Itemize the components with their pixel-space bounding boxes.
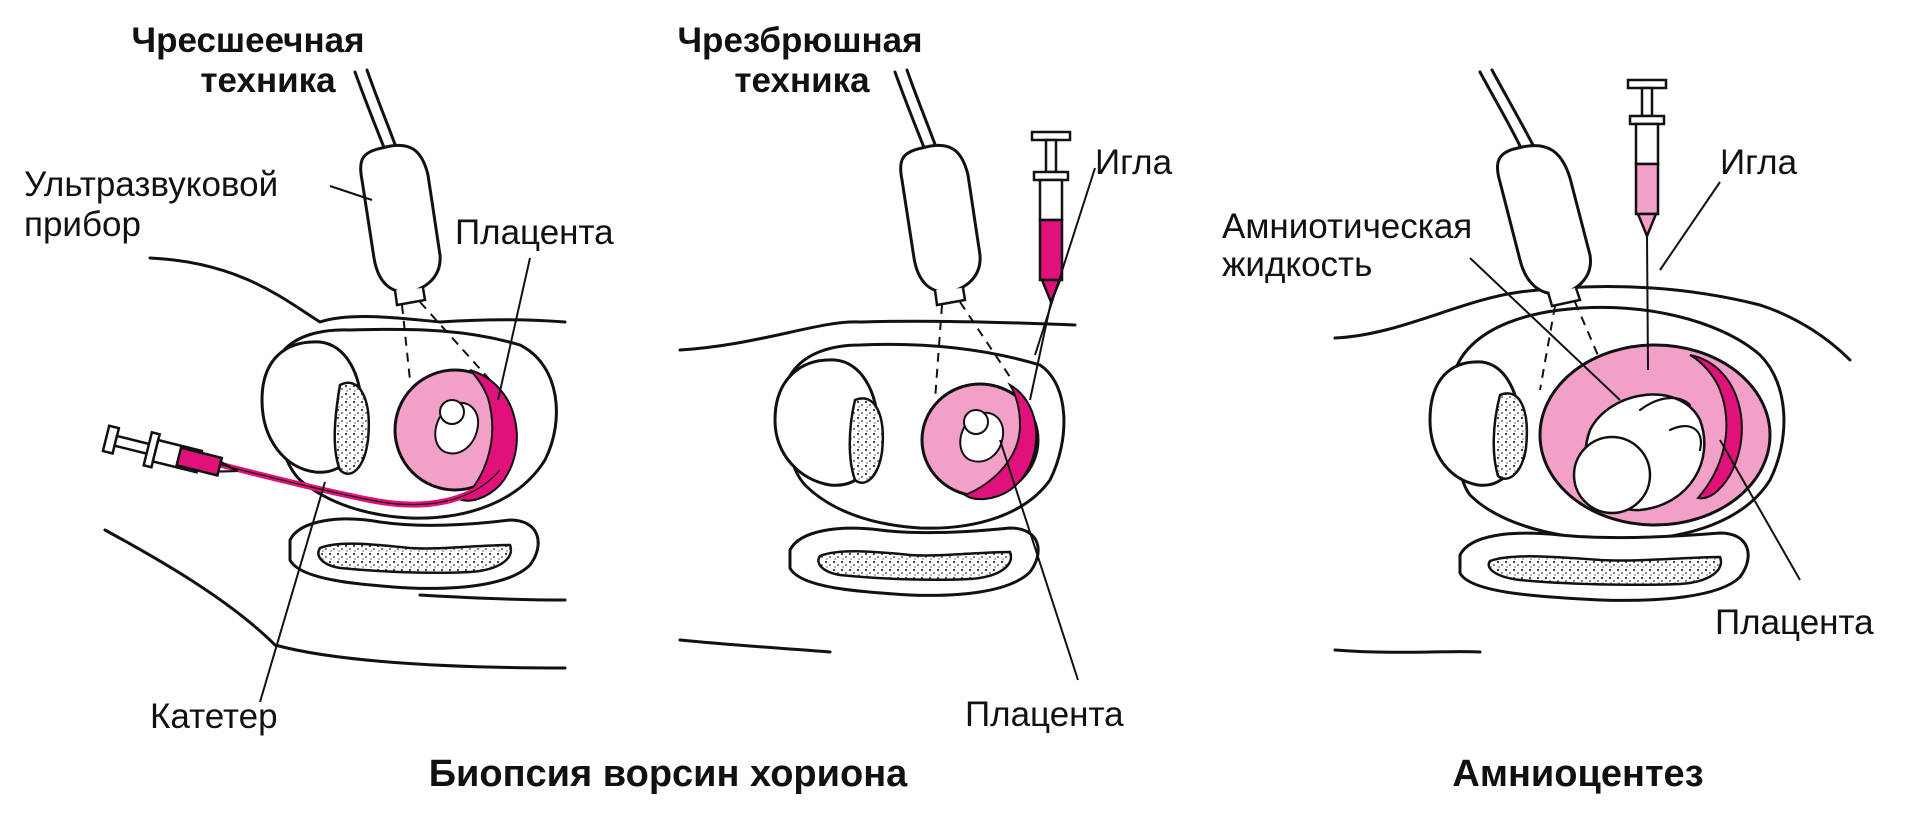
label-placenta-3: Плацента bbox=[1715, 603, 1874, 642]
fetus-leg bbox=[1668, 424, 1703, 452]
title-transabdominal-line2: техника bbox=[734, 61, 870, 100]
title-transcervical-line2: техника bbox=[200, 61, 336, 100]
placenta-2 bbox=[962, 382, 1038, 501]
pubic-bone-3 bbox=[1492, 392, 1529, 480]
back-outline bbox=[103, 528, 567, 670]
label-placenta-2: Плацента bbox=[965, 695, 1124, 734]
label-amniotic-line1: Амниотическая bbox=[1222, 207, 1472, 246]
embryo-head bbox=[439, 399, 465, 425]
bowel-content bbox=[317, 542, 513, 575]
syringe-needle-3 bbox=[1626, 78, 1668, 371]
leader-placenta-1 bbox=[497, 257, 531, 401]
label-catheter: Катетер bbox=[150, 697, 278, 736]
leader-amniotic bbox=[1469, 257, 1621, 401]
abdomen-outline-3 bbox=[1333, 284, 1852, 362]
label-ultrasound-line1: Ультразвуковой bbox=[24, 165, 278, 204]
abdomen-outline-2 bbox=[678, 319, 1077, 352]
catheter-outline bbox=[209, 461, 501, 506]
syringe-needle-2 bbox=[1029, 130, 1072, 401]
title-transcervical-line1: Чресшеечная bbox=[131, 21, 364, 60]
ultrasound-probe-3 bbox=[1478, 68, 1601, 391]
panel-transcervical: Чресшеечная техника Ультразвуковой прибо… bbox=[24, 21, 614, 736]
leader-placenta-3 bbox=[1719, 439, 1801, 581]
leader-catheter bbox=[259, 481, 326, 703]
back-outline-3 bbox=[1333, 648, 1482, 654]
leader-ultrasound bbox=[329, 185, 373, 201]
embryo-head-2 bbox=[963, 409, 989, 435]
panel-amniocentesis: Амниотическая жидкость Игла Плацента bbox=[1222, 68, 1874, 654]
title-transabdominal-line1: Чрезбрюшная bbox=[677, 21, 922, 60]
ultrasound-probe-1 bbox=[353, 68, 491, 381]
leader-needle-3 bbox=[1659, 181, 1721, 271]
label-needle-2: Игла bbox=[1095, 143, 1173, 182]
caption-amniocentesis: Амниоцентез bbox=[1452, 753, 1703, 795]
panel-transabdominal: Чрезбрюшная техника Игла Плацента bbox=[677, 21, 1172, 734]
abdomen-outline bbox=[148, 256, 567, 324]
label-ultrasound-line2: прибор bbox=[24, 205, 141, 244]
caption-cvs: Биопсия ворсин хориона bbox=[429, 753, 908, 795]
leader-needle-2 bbox=[1034, 167, 1096, 356]
bowel-content-3 bbox=[1487, 555, 1723, 587]
fetus-arm bbox=[1638, 397, 1692, 412]
placenta-3 bbox=[1689, 354, 1743, 500]
bowel-content-2 bbox=[817, 550, 1013, 582]
placenta bbox=[459, 369, 518, 502]
ultrasound-probe-2 bbox=[893, 68, 1013, 401]
label-amniotic-line2: жидкость bbox=[1222, 245, 1372, 284]
label-needle-3: Игла bbox=[1720, 143, 1798, 182]
pubic-bone bbox=[333, 381, 370, 475]
pubic-bone-2 bbox=[848, 397, 885, 484]
leader-placenta-2 bbox=[999, 439, 1079, 681]
back-outline-2 bbox=[678, 638, 832, 654]
leg-outline bbox=[418, 593, 567, 602]
label-placenta-1: Плацента bbox=[455, 213, 614, 252]
fetus-head bbox=[1572, 435, 1652, 515]
syringe-catheter bbox=[101, 424, 239, 477]
